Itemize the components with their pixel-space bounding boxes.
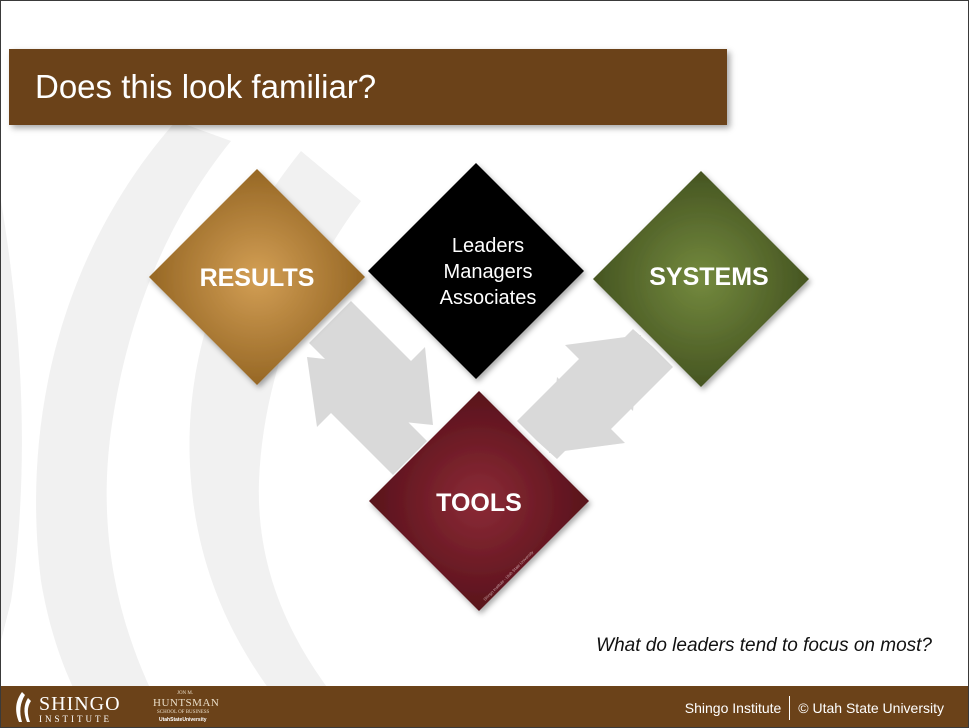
huntsman-line3: SCHOOL OF BUSINESS <box>157 710 210 715</box>
title-bar: Does this look familiar? <box>9 49 727 125</box>
systems-label: SYSTEMS <box>649 263 768 291</box>
shingo-logo-word: SHINGO <box>39 693 121 715</box>
results-diamond <box>149 169 365 385</box>
tools-diamond <box>369 391 589 611</box>
systems-diamond <box>593 171 809 387</box>
footer-left-text: Shingo Institute <box>684 700 782 716</box>
arrow-results-to-tools <box>309 301 433 425</box>
center-diamond-text: Leaders Managers Associates <box>396 233 580 311</box>
arrow-systems-to-tools <box>549 329 673 453</box>
page-title: Does this look familiar? <box>35 68 377 105</box>
center-diamond <box>368 163 584 379</box>
shingo-institute-logo: SHINGO INSTITUTE <box>13 690 133 724</box>
results-label: RESULTS <box>200 264 315 292</box>
footer-right-text: © Utah State University <box>798 700 944 716</box>
huntsman-school-logo: JON M. HUNTSMAN SCHOOL OF BUSINESS UtahS… <box>153 691 223 723</box>
tools-label: TOOLS <box>436 489 522 517</box>
huntsman-line4: UtahStateUniversity <box>159 717 207 723</box>
huntsman-line1: JON M. <box>177 691 194 696</box>
footer-credits: Shingo Institute © Utah State University <box>684 696 944 720</box>
footer-bar: SHINGO INSTITUTE JON M. HUNTSMAN SCHOOL … <box>1 686 968 727</box>
huntsman-line2: HUNTSMAN <box>153 697 220 709</box>
center-line-leaders: Leaders <box>451 235 525 257</box>
shingo-logo-sub: INSTITUTE <box>39 714 112 724</box>
footer-divider <box>789 696 791 720</box>
center-line-managers: Managers <box>443 261 533 283</box>
focus-question: What do leaders tend to focus on most? <box>596 635 932 656</box>
center-line-associates: Associates <box>439 287 537 309</box>
flame-icon <box>16 692 31 722</box>
arrow-tools-to-results <box>307 357 427 475</box>
